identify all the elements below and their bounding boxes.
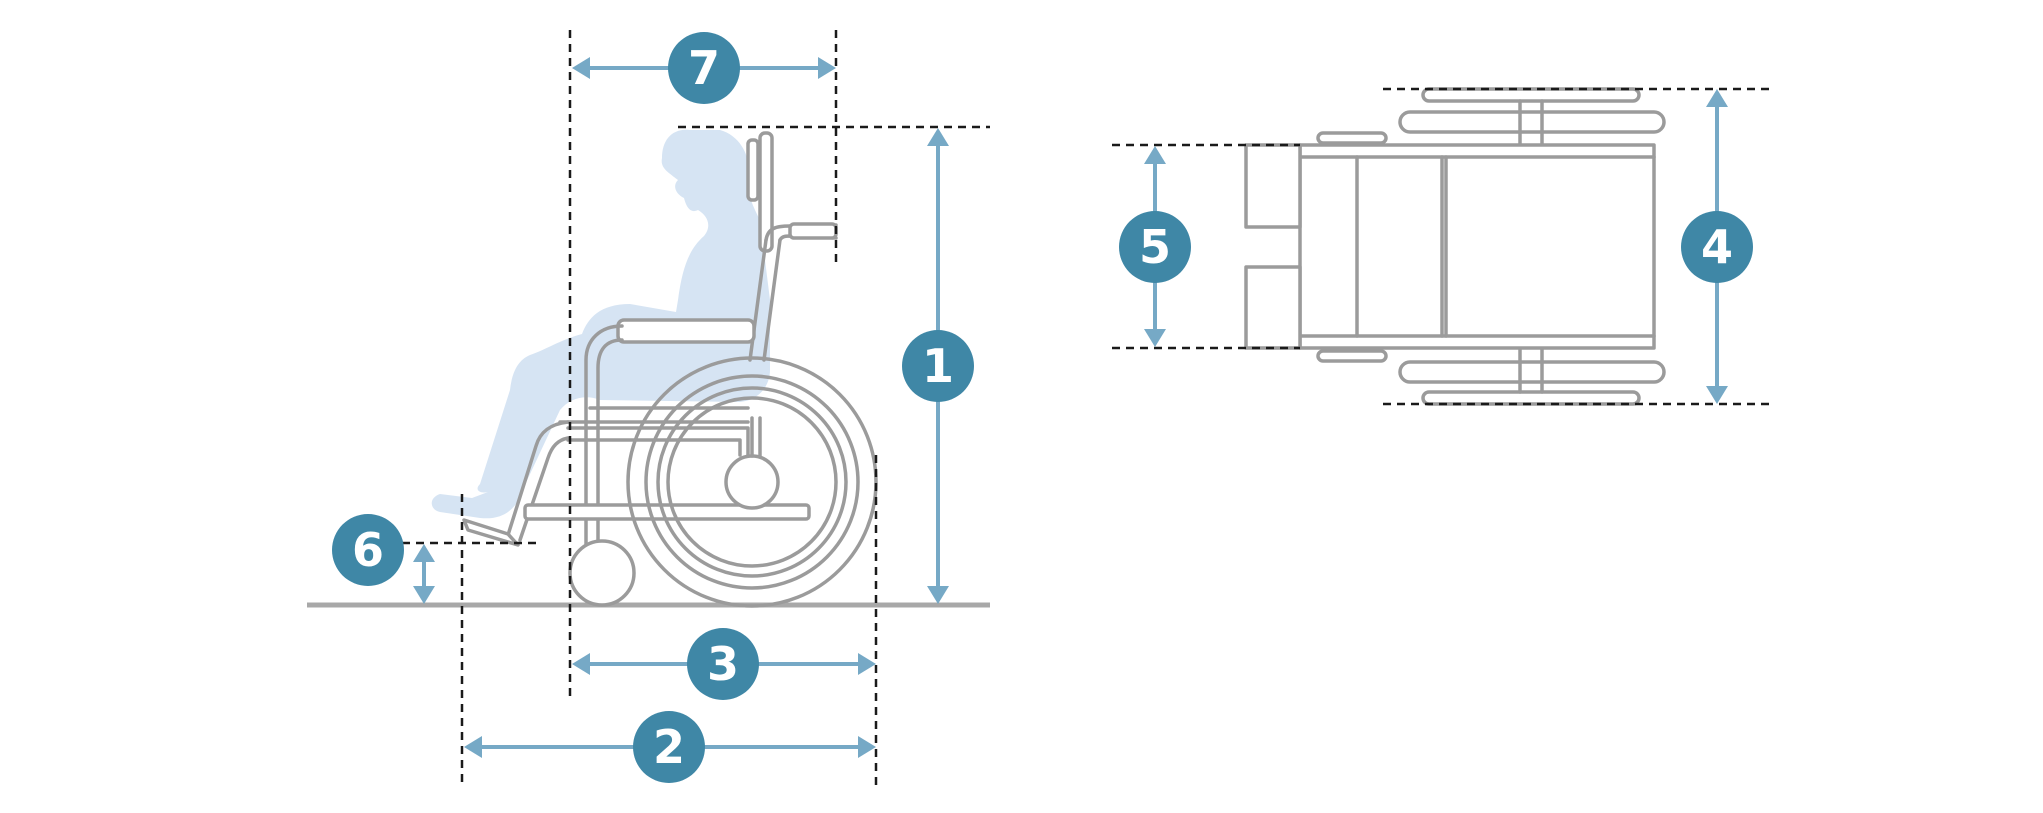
side-view: 7 1 6 3 [307,30,990,785]
badge-4-label: 4 [1701,220,1733,274]
bottom-wheel-handrim [1398,360,1666,384]
bottom-wheel-outer [1421,390,1641,406]
top-caster [1316,131,1388,145]
top-view: 5 4 [1112,87,1770,406]
seat-rail-inner [566,438,742,457]
badge-3-label: 3 [707,637,739,691]
dimension-3: 3 [572,628,876,700]
badge-6 [332,514,404,586]
leg-rest-frame [506,420,570,537]
seat-frame-top [1298,143,1656,350]
bottom-caster [1316,349,1388,363]
badge-5 [1119,211,1191,283]
top-wheel-handrim [1398,110,1666,134]
dimension-7: 7 [572,32,836,104]
badge-2 [633,711,705,783]
caster-wheel [568,539,636,607]
badge-5-label: 5 [1139,220,1171,274]
dimension-5: 5 [1119,146,1191,347]
rear-wheel-handrim [656,386,848,578]
badge-3 [687,628,759,700]
dimension-6: 6 [332,514,435,604]
badge-1 [902,330,974,402]
badge-6-label: 6 [352,523,384,577]
push-handle-grip [746,138,760,202]
dimension-1: 1 [902,128,974,604]
badge-7 [668,32,740,104]
footrest-top [1244,143,1302,229]
rear-wheel-tire [626,356,878,608]
seated-person-silhouette [431,129,770,519]
rear-wheel-handrim-inner [666,396,838,568]
badge-7-label: 7 [688,41,720,95]
armrest-support-inner [596,338,624,547]
backrest-frame-inner [762,238,782,362]
badge-4 [1681,211,1753,283]
top-wheel-outer [1421,87,1641,103]
rear-wheel-hub [724,454,780,510]
armrest-support [584,324,624,547]
lower-frame-bar [523,503,811,521]
leg-rest-frame-inner [518,436,570,542]
badge-2-label: 2 [653,720,685,774]
handle-grip-end [788,222,838,240]
dimension-4: 4 [1681,89,1753,404]
armrest [616,318,756,344]
seat-rail [566,426,750,457]
footrest-plate [462,518,520,547]
rear-wheel-rim [644,374,860,590]
footrest-bottom [1244,265,1302,350]
badge-1-label: 1 [922,339,954,393]
dimension-2: 2 [464,711,876,783]
